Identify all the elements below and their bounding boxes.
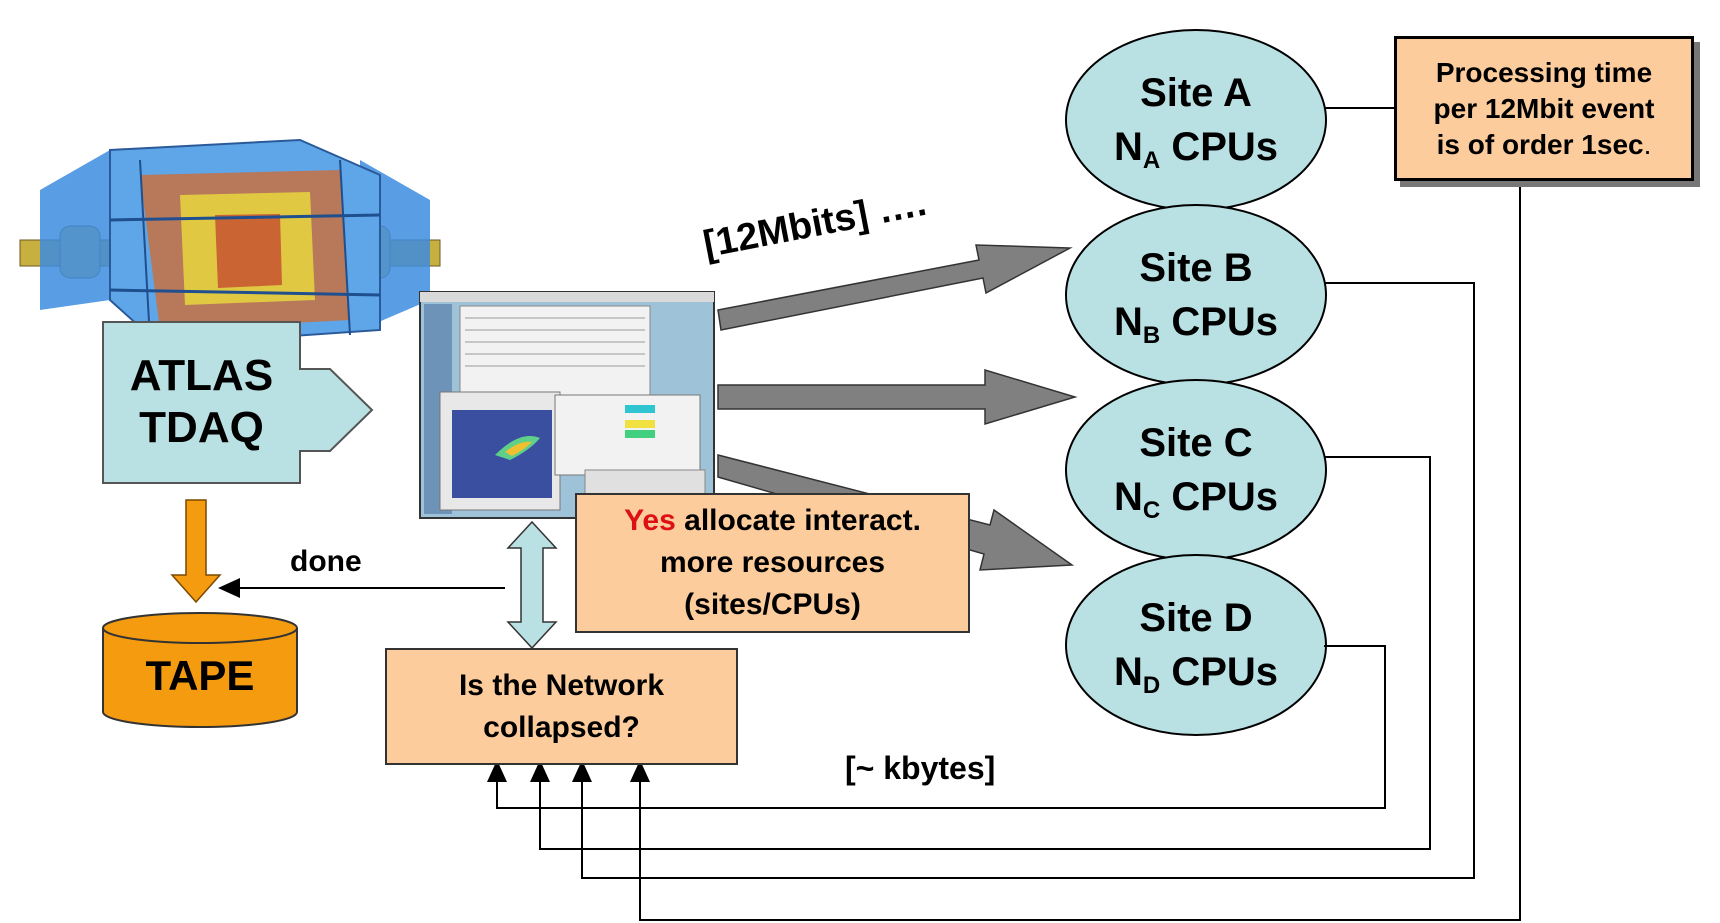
allocate-resources-box: Yes allocate interact. more resources (s… (575, 493, 970, 633)
processing-line-2: per 12Mbit event (1433, 92, 1655, 124)
site-b-name: Site B (1139, 246, 1253, 290)
tape-cylinder (102, 612, 298, 728)
feedback-line-site-d (487, 645, 1386, 809)
feedback-line-site-a (630, 180, 1521, 921)
allocate-line-2: more resources (659, 546, 886, 579)
network-line-1: Is the Network (458, 668, 665, 702)
site-b-label: Site B NB CPUs (1066, 241, 1326, 363)
site-c-name: Site C (1139, 421, 1253, 465)
atlas-tdaq-label: ATLAS TDAQ (103, 350, 300, 454)
processing-time-box: Processing time per 12Mbit event is of o… (1394, 36, 1694, 181)
arrow-to-site-c (717, 368, 1078, 426)
processing-line-3: is of order 1sec. (1436, 128, 1652, 160)
arrow-to-site-b (717, 244, 1073, 331)
processing-line-1: Processing time (1435, 56, 1653, 88)
atlas-detector-image (19, 138, 441, 347)
to-tape-arrow (170, 499, 222, 604)
tape-label: TAPE (145, 652, 255, 699)
site-a-name: Site A (1140, 71, 1252, 115)
allocate-line-3: (sites/CPUs) (684, 588, 861, 621)
site-d-cpus: ND CPUs (1113, 650, 1279, 699)
atlas-tdaq-arrow-shape (102, 321, 374, 484)
kbytes-label: [~ kbytes] (845, 750, 996, 786)
site-c-cpus: NC CPUs (1113, 475, 1279, 524)
monitoring-screenshot-image (419, 291, 715, 519)
site-a-label: Site A NA CPUs (1066, 66, 1326, 188)
site-a-cpus: NA CPUs (1113, 125, 1279, 174)
tdaq-label: TDAQ (139, 403, 264, 452)
network-line-2: collapsed? (483, 710, 640, 744)
monitor-network-double-arrow (506, 520, 558, 650)
atlas-label: ATLAS (129, 351, 274, 400)
allocate-line-1: Yes allocate interact. (624, 504, 921, 537)
network-collapsed-box: Is the Network collapsed? (385, 648, 738, 765)
feedback-line-site-c (530, 456, 1431, 850)
site-d-label: Site D ND CPUs (1066, 591, 1326, 713)
site-b-cpus: NB CPUs (1113, 300, 1279, 349)
site-c-label: Site C NC CPUs (1066, 416, 1326, 538)
done-label: done (290, 545, 362, 578)
site-d-name: Site D (1139, 596, 1253, 640)
yes-label: Yes (624, 504, 676, 537)
feedback-line-site-b (572, 282, 1475, 879)
